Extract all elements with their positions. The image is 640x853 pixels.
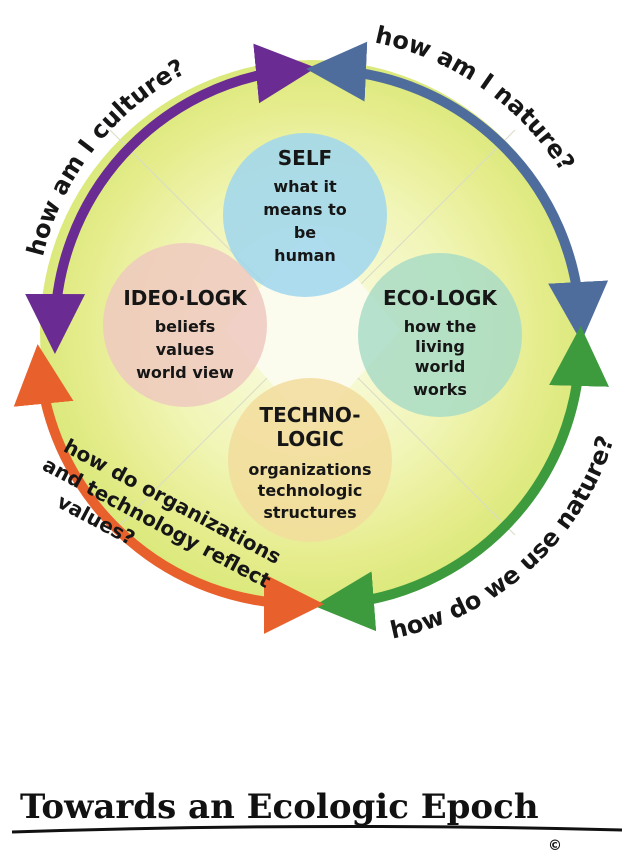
self-circle (223, 133, 387, 297)
techno-line-1: organizations (248, 460, 371, 479)
techno-label: TECHNO- LOGIC organizations technologic … (248, 403, 371, 522)
eco-line-2: living (415, 337, 465, 356)
techno-line-2: technologic (258, 481, 363, 500)
eco-line-1: how the (404, 317, 477, 336)
eco-circle (358, 253, 522, 417)
self-line-2: means to (263, 200, 346, 219)
techno-circle (228, 378, 392, 542)
arrow-nature (306, 41, 609, 342)
ideo-title: IDEO·LOGK (123, 286, 248, 310)
ideo-label: IDEO·LOGK beliefs values world view (123, 286, 248, 382)
ideo-line-2: values (156, 340, 214, 359)
eco-line-3: world (415, 357, 466, 376)
eco-line-4: works (413, 380, 467, 399)
techno-line-3: structures (263, 503, 356, 522)
arrow-organizations (13, 344, 324, 634)
techno-title-2: LOGIC (276, 427, 344, 451)
arrow-use-nature (314, 326, 609, 632)
arrow-culture (25, 43, 316, 354)
self-line-3: be (294, 223, 316, 242)
eco-title: ECO·LOGK (383, 286, 498, 310)
footer-underline (11, 824, 623, 834)
signature-mark: © (548, 838, 562, 853)
techno-title-1: TECHNO- (259, 403, 360, 427)
ideo-line-1: beliefs (155, 317, 216, 336)
ideo-circle (103, 243, 267, 407)
self-line-1: what it (273, 177, 337, 196)
self-label: SELF what it means to be human (263, 146, 346, 265)
self-line-4: human (274, 246, 336, 265)
ideo-line-3: world view (136, 363, 234, 382)
eco-label: ECO·LOGK how the living world works (383, 286, 498, 399)
self-title: SELF (278, 146, 332, 170)
footer-title: Towards an Ecologic Epoch (20, 787, 539, 827)
